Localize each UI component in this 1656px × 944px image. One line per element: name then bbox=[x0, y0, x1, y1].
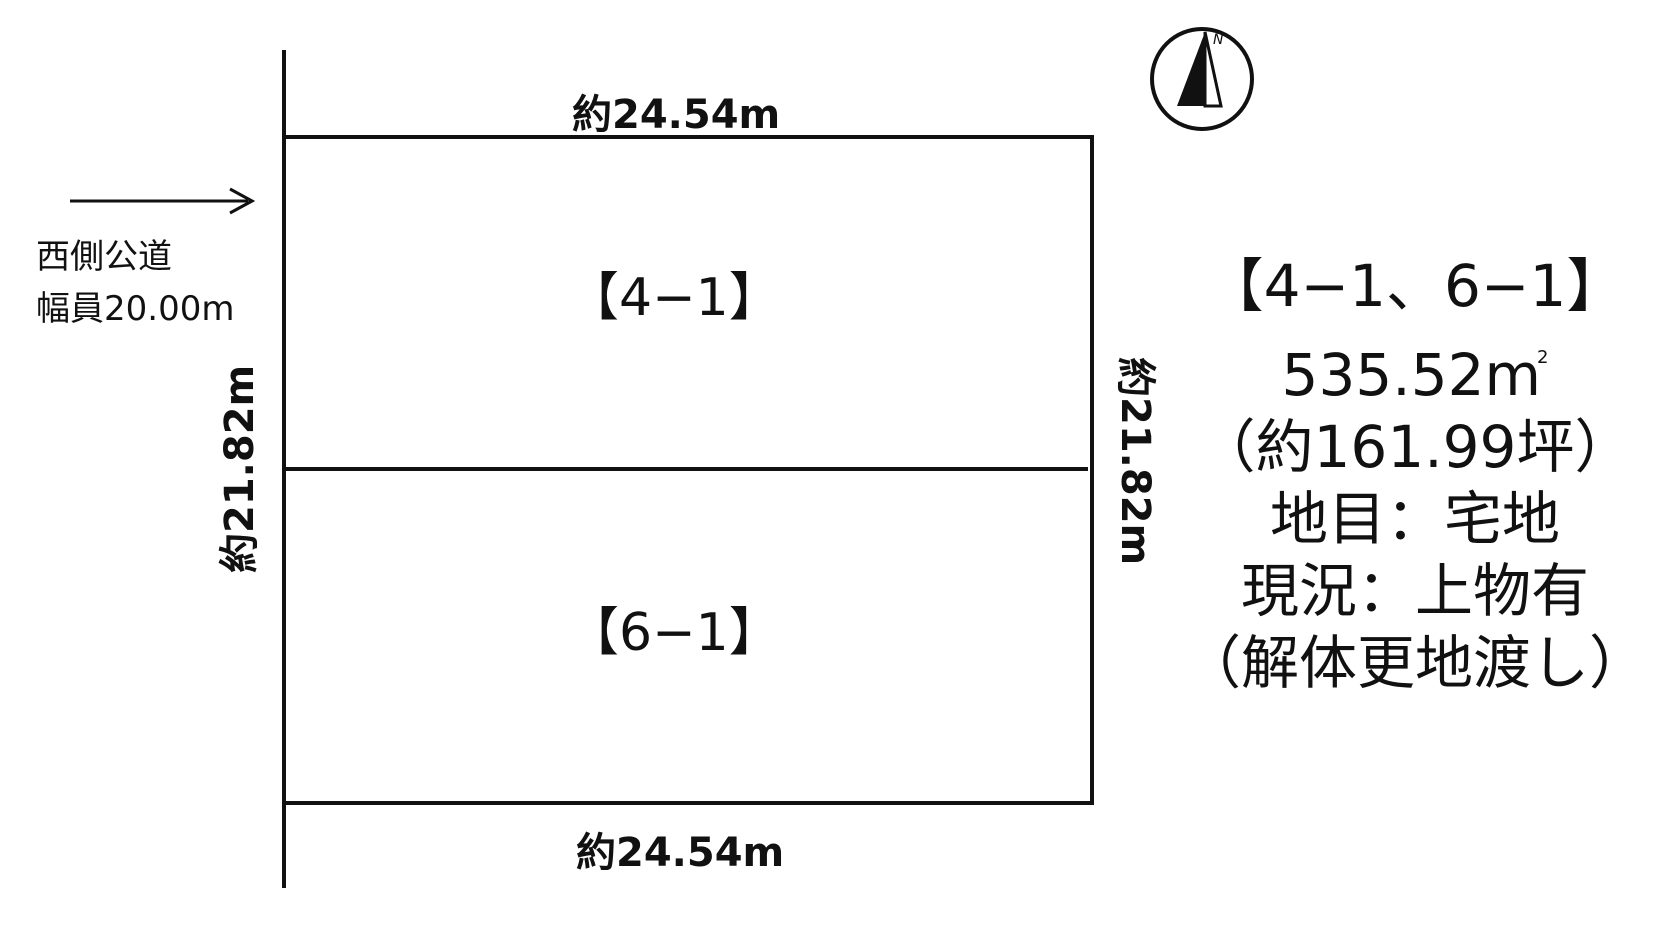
lot-label-6-1: 【6−1】 bbox=[567, 603, 781, 663]
area-unit-sup: 2 bbox=[1537, 347, 1549, 368]
info-lots: 【4−1、6−1】 bbox=[1205, 252, 1625, 320]
north-label: N bbox=[1213, 32, 1224, 48]
plot-bottom-edge bbox=[282, 801, 1094, 805]
road-name: 西側公道 bbox=[36, 237, 172, 277]
top-length-label: 約24.54m bbox=[572, 92, 781, 138]
road-width: 幅員20.00m bbox=[36, 289, 235, 329]
plot-top-edge bbox=[282, 135, 1094, 139]
arrow-right-icon bbox=[70, 187, 256, 215]
left-length-label: 約21.82m bbox=[217, 364, 263, 573]
info-block: 【4−1、6−1】 535.52m2 （約161.99坪） 地目：宅地 現況：上… bbox=[1180, 250, 1650, 699]
lot-label-4-1: 【4−1】 bbox=[567, 268, 781, 328]
plot-right-edge bbox=[1090, 135, 1094, 803]
info-current-status: 現況：上物有 bbox=[1240, 557, 1589, 625]
info-area: 535.52m2 bbox=[1180, 322, 1650, 411]
right-length-label: 約21.82m bbox=[1112, 357, 1158, 566]
info-tsubo: （約161.99坪） bbox=[1197, 413, 1633, 481]
area-value: 535.52 bbox=[1281, 341, 1485, 409]
area-unit: m bbox=[1484, 341, 1542, 409]
info-land-category: 地目：宅地 bbox=[1269, 485, 1560, 553]
lot-divider-line bbox=[282, 467, 1088, 471]
north-arrow-icon bbox=[1150, 27, 1254, 131]
bottom-length-label: 約24.54m bbox=[576, 830, 785, 876]
info-delivery: （解体更地渡し） bbox=[1182, 629, 1647, 697]
